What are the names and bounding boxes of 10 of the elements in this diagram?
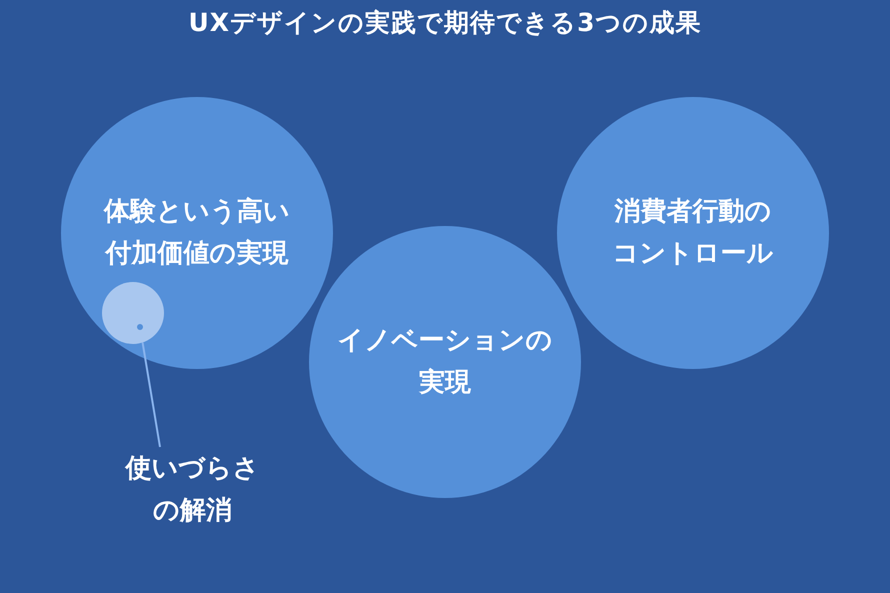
node-label: イノベーションの実現 xyxy=(338,324,552,399)
node-label: 消費者行動のコントロール xyxy=(612,195,774,270)
circle-node xyxy=(61,97,333,369)
leader-line xyxy=(142,342,161,448)
circle-node xyxy=(557,97,829,369)
node-label: 使いづらさの解消 xyxy=(124,452,260,527)
small-circle xyxy=(102,282,164,344)
circle-node xyxy=(309,226,581,498)
title: UXデザインの実践で期待できる3つの成果 xyxy=(188,7,702,39)
node-label: 体験という高い付加価値の実現 xyxy=(102,195,291,270)
